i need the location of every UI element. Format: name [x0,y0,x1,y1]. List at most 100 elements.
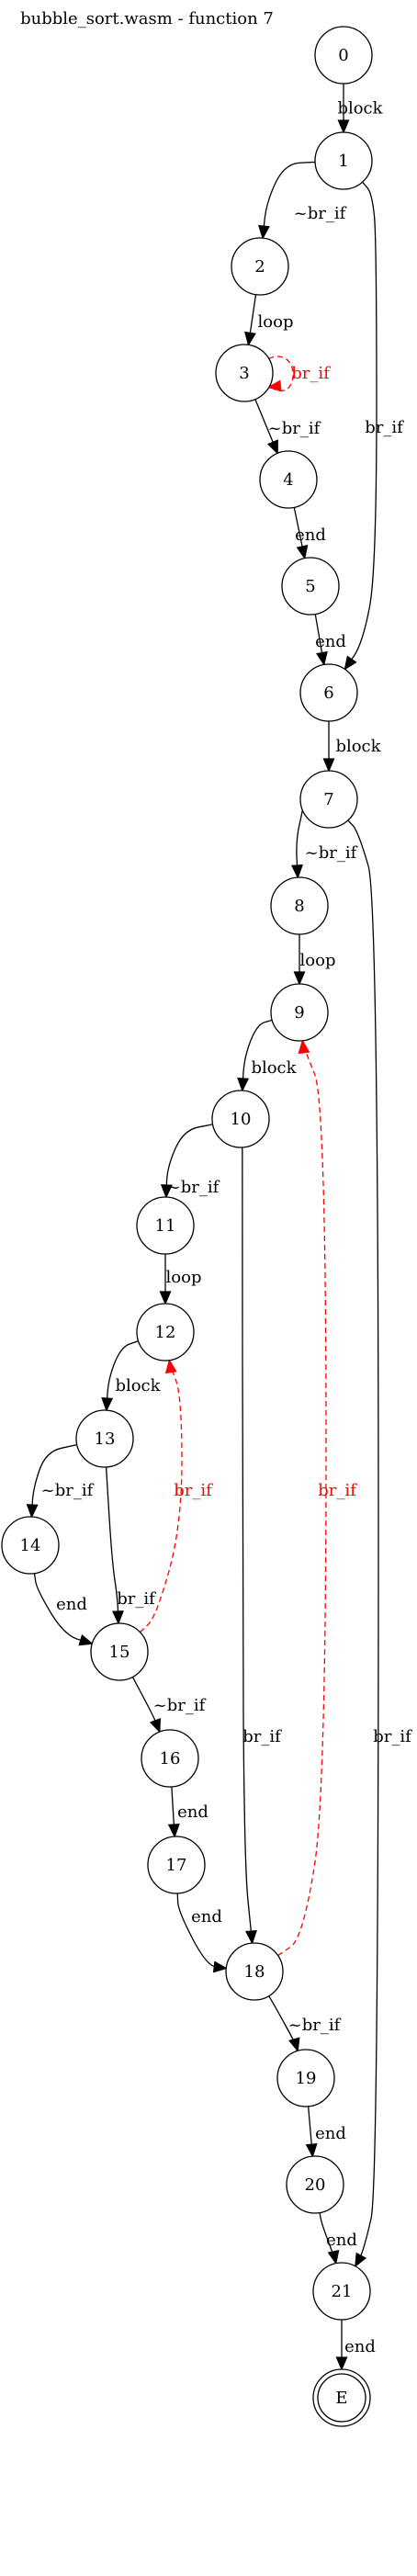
node-20: 20 [286,2155,344,2214]
node-label: 2 [254,257,265,277]
edge-arrowhead [316,650,328,667]
node-17: 17 [147,1836,206,1894]
edge-arrowhead [257,224,270,240]
graph-title: bubble_sort.wasm - function 7 [20,9,274,28]
node-circle [299,663,358,722]
edge-8-9: loop [293,934,335,986]
node-label: 0 [338,46,348,65]
node-label: 15 [109,1643,130,1662]
edge-13-14: ~br_if [26,1443,95,1519]
edge-label: end [315,632,346,651]
node-circle [276,2049,335,2107]
node-circle [141,1729,199,1788]
edge-label: ~br_if [288,2016,342,2035]
edge-line [105,1466,119,1613]
edge-arrowhead [305,2142,318,2158]
node-label: 1 [338,152,348,171]
node-8: 8 [270,876,329,935]
edge-arrowhead [111,1610,124,1625]
edge-label: loop [166,1268,202,1287]
edge-16-17: end [167,1786,208,1838]
node-circle [281,557,340,616]
edge-line [106,1340,139,1400]
node-5: 5 [281,557,340,616]
node-inner-circle [317,2373,366,2423]
edge-line [254,399,275,444]
edge-label: end [326,2231,357,2250]
edge-0-1: block [337,84,384,134]
node-circle [215,344,274,402]
edge-arrowhead [26,1504,39,1519]
node-16: 16 [141,1729,199,1788]
node-E: E [312,2368,371,2427]
edge-label: end [191,1907,222,1926]
node-1: 1 [314,131,373,190]
edge-label: br_if [365,418,404,437]
node-label: 5 [305,577,315,596]
node-circle [312,2262,371,2321]
node-13: 13 [75,1409,134,1468]
edge-10-11: ~br_if [160,1124,220,1199]
edge-arrowhead [159,1291,172,1305]
edge-label: block [251,1058,297,1078]
edge-arrowhead [355,2252,367,2268]
edge-label: block [337,99,383,119]
node-14: 14 [1,1516,60,1575]
node-label: 13 [95,1429,116,1449]
edge-7-21: br_if [347,819,412,2268]
edge-line [314,614,323,654]
edge-arrowhead [244,331,256,346]
edge-19-20: end [305,2106,346,2158]
edge-line [268,356,294,392]
edge-line [165,1124,213,1187]
node-12: 12 [136,1303,195,1361]
edge-11-12: loop [159,1254,202,1305]
edge-arrowhead [101,1397,114,1412]
edge-line [31,1443,77,1507]
node-21: 21 [312,2262,371,2321]
edge-label: end [295,525,326,545]
edge-15-12: br_if [140,1359,213,1633]
edge-line [176,1892,217,1968]
node-label: 18 [244,1962,265,1982]
edge-label: br_if [291,364,331,383]
edge-6-7: block [322,721,382,773]
node-10: 10 [211,1090,270,1148]
edge-10-18: br_if [242,1147,282,1945]
edge-arrowhead [298,1039,310,1055]
edge-label: end [177,1802,208,1822]
node-label: 21 [332,2282,353,2301]
node-circle [136,1303,195,1361]
edge-line [296,808,304,867]
edge-arrowhead [296,544,309,560]
edge-arrowhead [322,758,335,773]
edge-line [308,2106,312,2146]
edge-label: ~br_if [294,204,347,223]
edge-arrowhead [78,1633,94,1646]
edge-line [242,1019,273,1080]
edge-13-15: br_if [105,1466,156,1625]
edge-18-19: ~br_if [268,1995,342,2052]
edge-label: block [115,1376,161,1395]
edge-2-3: loop [244,294,293,346]
node-19: 19 [276,2049,335,2107]
node-label: 19 [296,2069,317,2088]
edge-label: end [344,2337,376,2356]
node-label: 6 [323,684,333,703]
edge-arrowhead [266,379,282,392]
node-circle [286,2155,344,2214]
edge-line [249,294,257,334]
edge-arrowhead [160,1184,173,1199]
node-circle [270,983,329,1042]
edge-14-15: end [33,1573,94,1646]
node-label: 16 [160,1749,181,1768]
edge-line [347,819,379,2259]
edge-arrowhead [149,1718,161,1734]
node-6: 6 [299,663,358,722]
edge-label: ~br_if [305,843,358,863]
node-circle [90,1622,149,1681]
edge-line [33,1573,82,1642]
edge-arrowhead [337,119,350,134]
